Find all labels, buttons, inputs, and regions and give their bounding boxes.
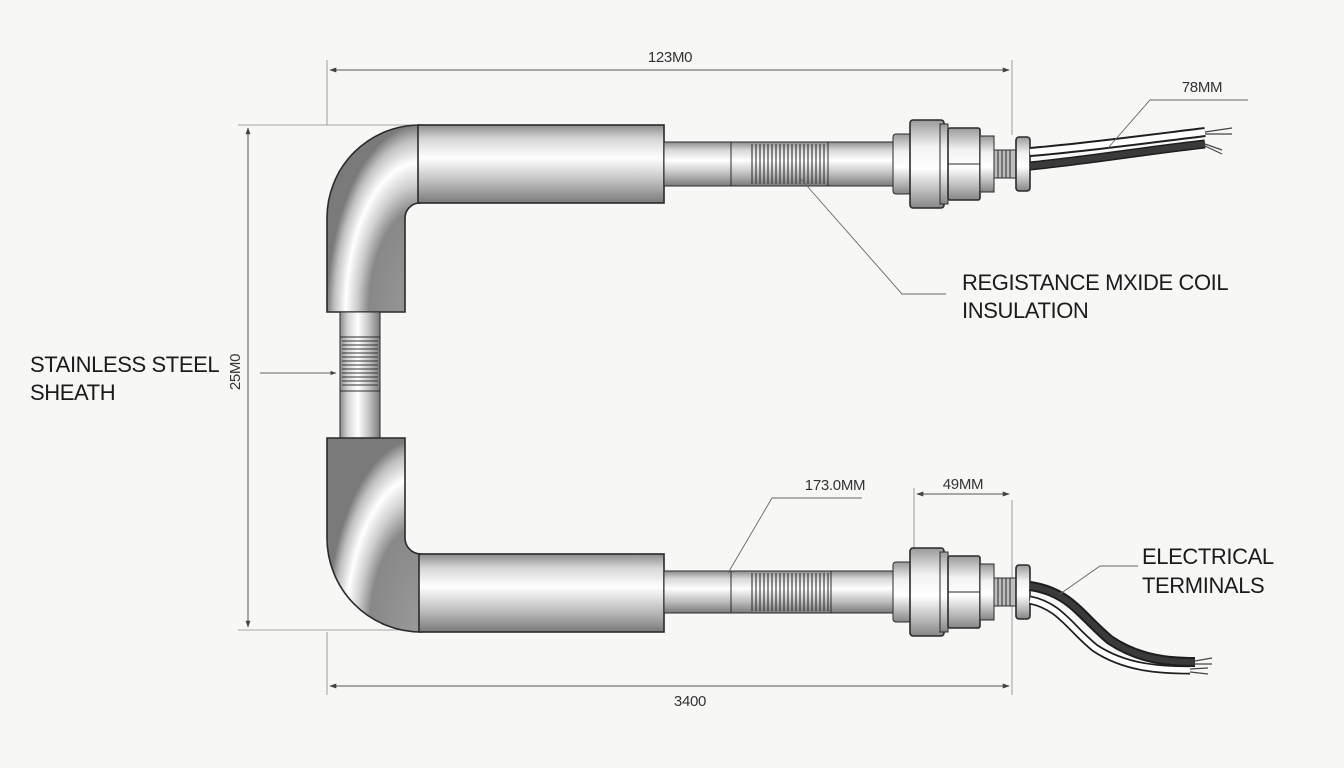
- dim-wire-length: 78MM: [1182, 79, 1222, 96]
- lower-sheath: [418, 553, 665, 633]
- dimension-labels: 123M0 78MM 25M0 173.0MM 49MM 3400: [227, 49, 1223, 710]
- upper-coil: [751, 144, 825, 184]
- upper-sheath: [417, 124, 665, 204]
- dim-height: 25M0: [227, 354, 244, 390]
- label-coil-line2: INSULATION: [962, 298, 1088, 323]
- dim-top-length: 123M0: [648, 49, 692, 66]
- dim-fitting-length: 49MM: [943, 476, 983, 493]
- lower-wires: [1028, 581, 1213, 675]
- label-coil-line1: REGISTANCE MXIDE COIL: [962, 270, 1228, 295]
- label-sheath-line2: SHEATH: [30, 380, 115, 405]
- label-terminals-line2: TERMINALS: [1142, 573, 1264, 598]
- leader-lines: [260, 99, 1248, 595]
- middle-connector: [339, 311, 381, 439]
- upper-terminal-fitting: [892, 119, 1031, 209]
- upper-thin-tube: [663, 141, 895, 187]
- label-terminals-line1: ELECTRICAL: [1142, 544, 1274, 569]
- lower-thin-tube: [663, 570, 895, 614]
- label-sheath-line1: STAINLESS STEEL: [30, 352, 219, 377]
- lower-bend: [326, 437, 422, 633]
- callout-labels: REGISTANCE MXIDE COIL INSULATION STAINLE…: [30, 270, 1274, 598]
- middle-coil: [342, 340, 378, 386]
- lower-coil: [751, 573, 829, 611]
- upper-wires: [1029, 127, 1233, 171]
- dim-section-length: 173.0MM: [805, 477, 865, 494]
- lower-tube-assembly: [326, 437, 1213, 675]
- lower-terminal-fitting: [892, 547, 1031, 637]
- upper-tube-assembly: [326, 119, 1233, 313]
- upper-bend: [326, 124, 421, 313]
- dim-bottom-length: 3400: [674, 693, 706, 710]
